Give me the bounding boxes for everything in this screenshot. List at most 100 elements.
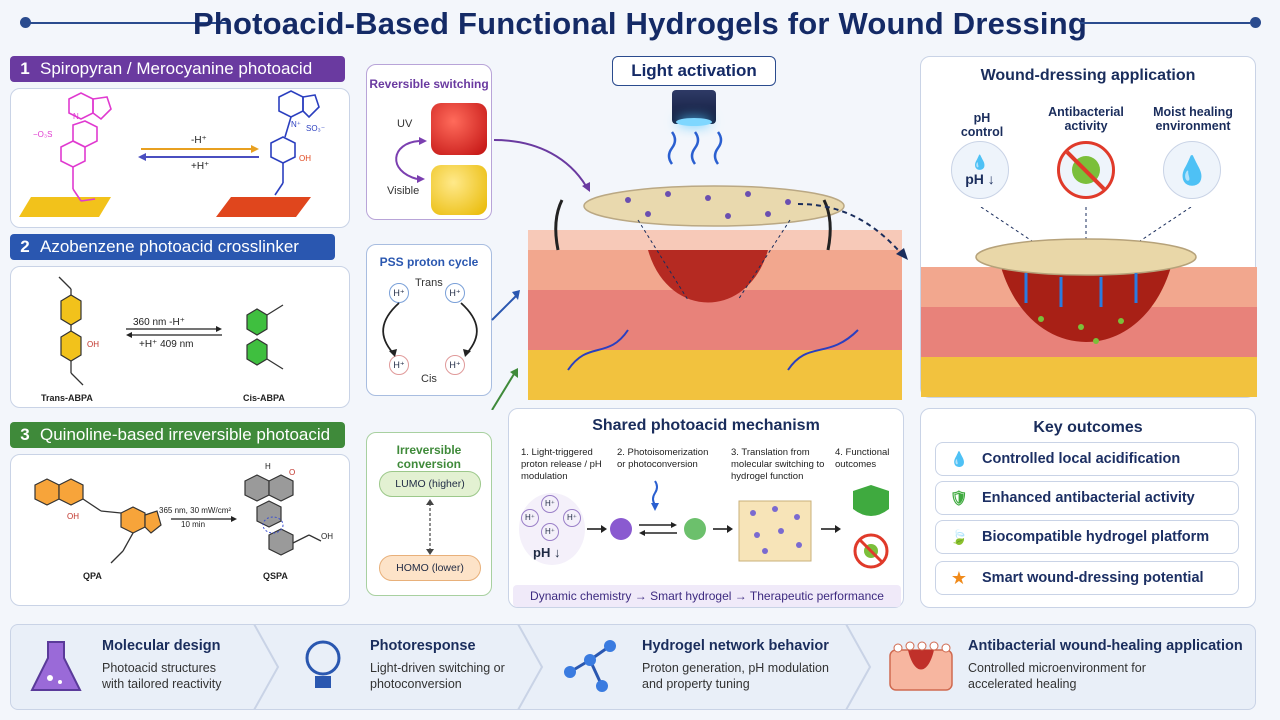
section-3-header: 3 Quinoline-based irreversible photoacid (10, 422, 345, 448)
quinoline-scheme: OH QPA 365 nm, 30 mW/cm² 10 min H O OH Q… (34, 462, 333, 581)
reversible-switching-title: Reversible switching (369, 77, 489, 91)
bottom-desc-3: Proton generation, pH modulation and pro… (642, 661, 829, 691)
oh-label-qspa: OH (321, 532, 333, 541)
qpa-arrowhead (231, 516, 237, 522)
skin-illustration (528, 170, 902, 400)
qspa-ring-2 (268, 474, 294, 502)
azo-arrow-label-top: 360 nm -H⁺ (133, 317, 185, 328)
pss-cycle-card: PSS proton cycle Trans Cis H⁺ H⁺ H⁺ H⁺ (366, 244, 492, 396)
moisture-drop-icon: 💧 (1163, 141, 1221, 199)
mechanism-card: Shared photoacid mechanism 1. Light-trig… (508, 408, 904, 608)
proton-bubble-4: H⁺ (541, 523, 559, 541)
prohibit-slash (1062, 147, 1110, 195)
bottom-item-network: Hydrogel network behavior Proton generat… (560, 626, 860, 708)
section-3-card: OH QPA 365 nm, 30 mW/cm² 10 min H O OH Q… (10, 454, 350, 606)
o-label: O (289, 468, 295, 477)
section-1-number: 1 (20, 59, 30, 78)
small-drop-icon: 💧 (971, 153, 989, 170)
shield-icon: 🛡 (949, 490, 969, 507)
outcome-smart-dressing: ★ Smart wound-dressing potential (935, 561, 1239, 595)
mechanism-step-3: 3. Translation from molecular switching … (731, 447, 825, 482)
ph-drop-icon: 💧 pH ↓ (951, 141, 1009, 199)
section-2-label: Azobenzene photoacid crosslinker (40, 237, 299, 256)
wound-skin-icon (888, 636, 954, 696)
qspa-label: QSPA (263, 571, 288, 581)
qpa-arrow-line2: 10 min (181, 520, 205, 529)
qspa-ring-4 (268, 528, 294, 556)
qpa-ring-1 (34, 478, 60, 506)
azo-arrow-label-bottom: +H⁺ 409 nm (139, 339, 193, 350)
wound-application-title: Wound-dressing application (980, 67, 1196, 84)
nh-label: H (265, 462, 271, 471)
bottom-bar (10, 624, 1256, 710)
reversible-switching-card: Reversible switching UV Visible (366, 64, 492, 220)
proton-bubble-2: H⁺ (521, 509, 539, 527)
lamp-glow (676, 118, 712, 126)
mechanism-step-4: 4. Functional outcomes (835, 447, 890, 470)
outcome-label-3: Biocompatible hydrogel platform (982, 529, 1210, 545)
proton-bubble-3: H⁺ (563, 509, 581, 527)
azo-forward-arrowhead (216, 326, 222, 332)
bottom-title-4: Antibacterial wound-healing application (968, 638, 1243, 654)
title-dot-left (20, 17, 31, 28)
mechanism-ph-text: pH ↓ (533, 545, 561, 560)
application-skin-graphic (921, 207, 1257, 397)
switch-cycle-arrow-icon (395, 137, 427, 183)
flask-icon (28, 636, 88, 696)
arrow-label-bottom: +H⁺ (191, 161, 209, 172)
ph-control-label: pH control (960, 111, 1004, 139)
reverse-arrowhead (138, 153, 146, 161)
proton-cluster: H⁺ H⁺ H⁺ H⁺ pH ↓ (519, 493, 585, 565)
red-hydrogel-icon (431, 103, 487, 155)
outcome-label-4: Smart wound-dressing potential (982, 570, 1204, 586)
bottom-desc-2: Light-driven switching or photoconversio… (370, 661, 505, 691)
irreversible-card: Irreversible conversion LUMO (higher) HO… (366, 432, 492, 596)
ring-yellow-1 (60, 294, 82, 326)
cis-abpa-label: Cis-ABPA (243, 393, 285, 403)
mechanism-flow-banner: Dynamic chemistry → Smart hydrogel → The… (513, 585, 901, 607)
ring-green-2 (246, 338, 268, 366)
azobenzene-scheme: OH Trans-ABPA 360 nm -H⁺ +H⁺ 409 nm Cis-… (41, 276, 285, 403)
azo-reverse-arrowhead (126, 332, 132, 338)
proton-icon-1: H⁺ (389, 283, 409, 303)
bottom-item-photoresponse: Photoresponse Light-driven switching or … (300, 626, 520, 708)
pss-trans-label: Trans (415, 277, 443, 289)
skin-wound-hydrogel-graphic (528, 185, 902, 400)
oh-label-sec1: OH (299, 154, 311, 163)
outcome-antibacterial: 🛡 Enhanced antibacterial activity (935, 481, 1239, 515)
pss-cycle-arrows-icon (382, 302, 478, 357)
antibacterial-icon (1057, 141, 1115, 199)
ph-down-text: pH ↓ (965, 170, 995, 187)
section-3-label: Quinoline-based irreversible photoacid (40, 425, 331, 444)
ring-yellow-2 (60, 330, 82, 362)
irreversible-title: Irreversible conversion (396, 443, 462, 471)
network-icon (560, 636, 620, 696)
bottom-desc-4: Controlled microenvironment for accelera… (968, 661, 1146, 691)
ring-green-1 (246, 308, 268, 336)
oh-label-qpa: OH (67, 512, 79, 521)
title-line-right (1080, 22, 1250, 24)
drop-icon: 💧 (949, 451, 969, 468)
section-1-label: Spiropyran / Merocyanine photoacid (40, 59, 313, 78)
spiropyran-merocyanine-scheme: N −O₃S SO₃⁻ N⁺ OH -H⁺ +H⁺ (19, 90, 325, 217)
arrow-label-top: -H⁺ (191, 135, 207, 146)
so3-label-left: −O₃S (33, 130, 53, 139)
n-label-left: N (73, 112, 79, 121)
energy-gap-arrow-icon (426, 499, 434, 555)
pss-title: PSS proton cycle (379, 255, 479, 269)
bottom-desc-1: Photoacid structures with tailored react… (102, 661, 222, 691)
page-title: Photoacid-Based Functional Hydrogels for… (192, 6, 1087, 41)
wound-application-card: Wound-dressing application pH control An… (920, 56, 1257, 398)
section-1-header: 1 Spiropyran / Merocyanine photoacid (10, 56, 345, 82)
section-2-card: OH Trans-ABPA 360 nm -H⁺ +H⁺ 409 nm Cis-… (10, 266, 350, 408)
section-3-number: 3 (20, 425, 30, 444)
title-dot-right (1250, 17, 1261, 28)
light-wave-icon (667, 131, 723, 165)
bottom-item-application: Antibacterial wound-healing application … (888, 626, 1248, 708)
so3-label-right: SO₃⁻ (306, 124, 325, 133)
key-outcomes-title: Key outcomes (1033, 419, 1143, 436)
visible-label: Visible (387, 185, 420, 197)
proton-icon-4: H⁺ (445, 355, 465, 375)
section-1-card: N −O₃S SO₃⁻ N⁺ OH -H⁺ +H⁺ (10, 88, 350, 228)
antibacterial-label: Antibacterial activity (1048, 105, 1124, 133)
